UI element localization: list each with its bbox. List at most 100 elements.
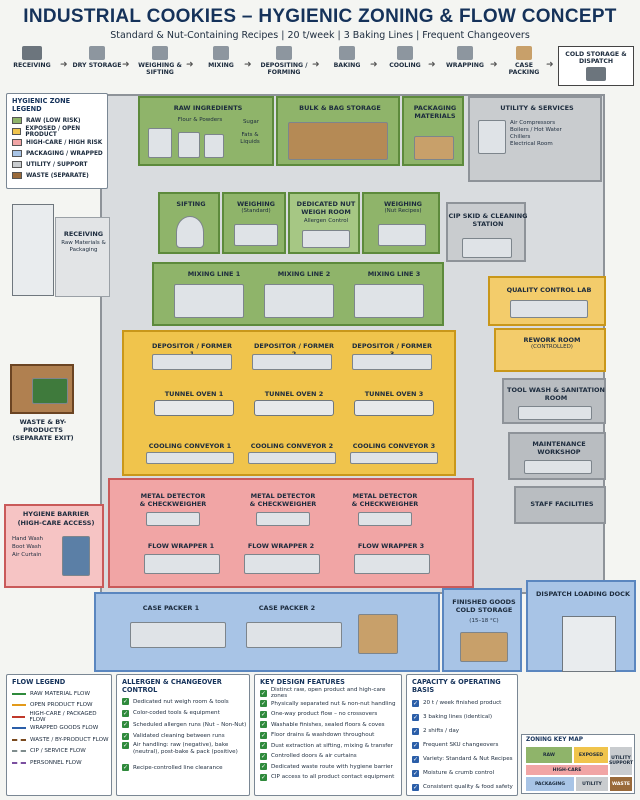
zone-mixing: MIXING LINE 1 MIXING LINE 2 MIXING LINE … [152,262,444,326]
zone-packaging: CASE PACKER 1 CASE PACKER 2 [94,592,440,672]
nut-room-sub-label: Allergen Control [303,218,349,224]
metal-detector-2-label: METAL DETECTOR & CHECKWEIGHER [249,492,317,508]
swatch [12,117,22,124]
step-cold-storage-dispatch: COLD STORAGE & DISPATCH [558,46,634,86]
allergen-item: ✓Validated cleaning between runs [122,732,225,740]
wrapper-3-label: FLOW WRAPPER 3 [357,542,425,550]
depositor-3 [352,354,432,370]
mixer-3 [354,284,424,318]
check-icon: ✓ [260,752,267,760]
process-flow-bar: RECEIVING ➜ DRY STORAGE ➜ WEIGHING & SIF… [4,46,636,86]
mixer-icon [213,46,229,60]
check-icon: ✓ [122,764,129,772]
receiving-label: RECEIVING [63,230,104,238]
weighing-nut-label: WEIGHING [384,200,422,208]
step-cooling: COOLING [382,46,428,86]
staff-label: STAFF FACILITIES [530,500,594,508]
weigh-station [234,224,278,246]
design-features-panel: KEY DESIGN FEATURES ✓Distinct raw, open … [254,674,402,796]
dispatch-label: DISPATCH LOADING DOCK [536,590,630,598]
page-subtitle: Standard & Nut-Containing Recipes | 20 t… [110,30,530,41]
zone-qc-lab: QUALITY CONTROL LAB [488,276,606,326]
capacity-panel: CAPACITY & OPERATING BASIS ✓20 t / week … [406,674,518,796]
receiving-sub-label: Raw Materials & Packaging [61,240,106,253]
capacity-item: ✓Consistent quality & food safety [412,783,513,791]
flow-legend-item: WASTE / BY-PRODUCT FLOW [7,734,111,746]
waste-label: WASTE & BY-PRODUCTS [19,418,67,434]
check-icon: ✓ [260,763,267,771]
hygiene-barrier-sub-label: (HIGH-CARE ACCESS) [17,519,95,527]
maintenance-label: MAINTENANCE WORKSHOP [532,440,586,456]
silo-icon [89,46,105,60]
check-icon: ✓ [122,709,129,717]
step-receiving: RECEIVING [4,46,60,86]
allergen-item: ✓Scheduled allergen runs (Nut – Non-Nut) [122,721,247,729]
box-icon [516,46,532,60]
dispatch-truck [562,616,616,672]
arrow-icon: ➜ [546,60,554,70]
arrow-icon: ➜ [122,60,130,70]
weigh-station [378,224,426,246]
zone-legend-item: EXPOSED / OPEN PRODUCT [7,126,107,138]
design-item: ✓Dedicated waste route with hygiene barr… [260,763,393,771]
wrapper-2-label: FLOW WRAPPER 2 [247,542,315,550]
ibc-tote [204,134,224,158]
key-map-title: ZONING KEY MAP [526,737,583,743]
packaging-materials-label: PACKAGING MATERIALS [413,104,457,120]
swatch [12,172,22,179]
check-icon: ✓ [260,700,267,708]
zone-exposed: DEPOSITOR / FORMER 1 DEPOSITOR / FORMER … [122,330,456,476]
sifting-label: SIFTING [176,200,206,208]
zone-hygiene-barrier: HYGIENE BARRIER (HIGH-CARE ACCESS) Hand … [4,504,104,588]
flow-legend-item: HIGH-CARE / PACKAGED FLOW [7,711,111,723]
metal-detector-1 [146,512,200,526]
step-dry-storage: DRY STORAGE [72,46,122,86]
zone-high-care: METAL DETECTOR & CHECKWEIGHER METAL DETE… [108,478,474,588]
zone-weighing-nut: WEIGHING (Nut Recipes) [362,192,440,254]
key-cell-packaging: PACKAGING [526,777,574,791]
zone-dispatch: DISPATCH LOADING DOCK [526,580,636,672]
swatch [12,161,22,168]
flow-line-icon [12,692,26,695]
zone-cold-storage: FINISHED GOODS COLD STORAGE (15–18 °C) [442,588,522,672]
utility-item-label: Air Compressors [510,120,556,126]
check-icon: ✓ [412,769,419,777]
case-packer-1 [130,622,226,648]
rework-sub-label: (CONTROLLED) [531,344,573,350]
zone-nut-weigh-room: DEDICATED NUT WEIGH ROOM Allergen Contro… [288,192,360,254]
scale-icon [152,46,168,60]
flow-line-icon [12,750,26,753]
arrow-icon: ➜ [244,60,252,70]
zone-legend-item: WASTE (SEPARATE) [7,170,107,181]
tunnel-oven-2 [254,400,334,416]
metal-detector-2 [256,512,310,526]
metal-detector-3 [358,512,412,526]
check-icon: ✓ [412,713,419,721]
metal-detector-1-label: METAL DETECTOR & CHECKWEIGHER [139,492,207,508]
weighing-nut-sub-label: (Nut Recipes) [384,208,422,214]
carton-stack [358,614,398,654]
mixing-line-3-label: MIXING LINE 3 [367,270,421,278]
cip-tanks [462,238,512,258]
design-item: ✓One-way product flow – no crossovers [260,710,378,718]
zone-maintenance: MAINTENANCE WORKSHOP [508,432,606,480]
check-icon: ✓ [412,727,419,735]
check-icon: ✓ [412,699,419,707]
design-item: ✓Physically separated nut & non-nut hand… [260,700,396,708]
design-panel-title: KEY DESIGN FEATURES [260,678,345,686]
allergen-item: ✓Air handling: raw (negative), bake (neu… [122,742,238,755]
key-cell-high-care: HIGH-CARE [526,765,608,775]
nut-weigh-station [302,230,350,248]
plant-layout: RAW INGREDIENTS Flour & Powders Sugar Fa… [0,92,640,674]
swatch [12,150,22,157]
cooling-2-label: COOLING CONVEYOR 2 [250,442,334,450]
waste-sub-label: (SEPARATE EXIT) [12,434,74,442]
zone-staff: STAFF FACILITIES [514,486,606,524]
flow-legend-title: FLOW LEGEND [12,678,66,686]
key-cell-utility-support: UTILITY SUPPORT [609,747,633,775]
key-cell-utility: UTILITY [576,777,608,791]
wash-sinks [518,406,592,420]
step-baking: BAKING [324,46,370,86]
capacity-item: ✓2 shifts / day [412,727,460,735]
wrapper-icon [457,46,473,60]
